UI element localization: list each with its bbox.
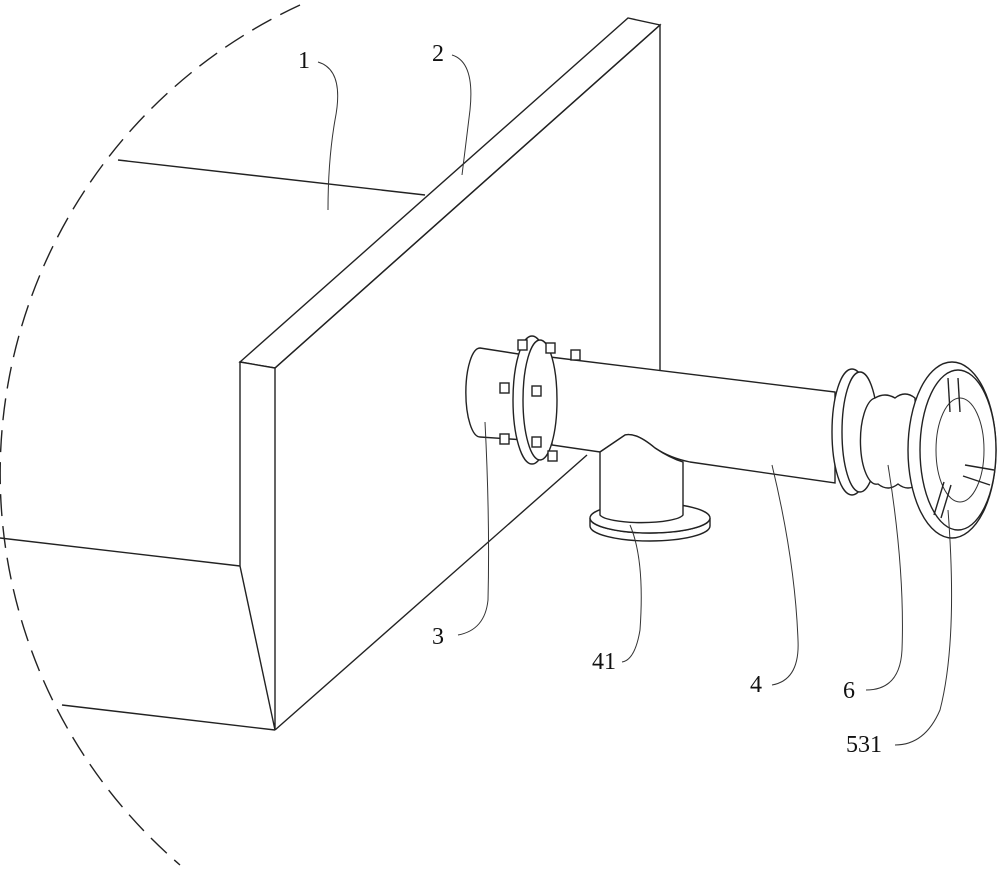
label-enclosure: 1	[298, 48, 310, 75]
label-wall: 2	[432, 41, 444, 68]
label-bellows: 6	[843, 678, 855, 705]
label-handwheel: 531	[846, 732, 882, 759]
main-pipe	[550, 357, 835, 541]
handwheel	[908, 362, 996, 538]
label-branch-outlet: 41	[592, 649, 616, 676]
enclosure	[0, 160, 425, 730]
label-main-pipe: 4	[750, 672, 762, 699]
label-inlet-stub: 3	[432, 624, 444, 651]
